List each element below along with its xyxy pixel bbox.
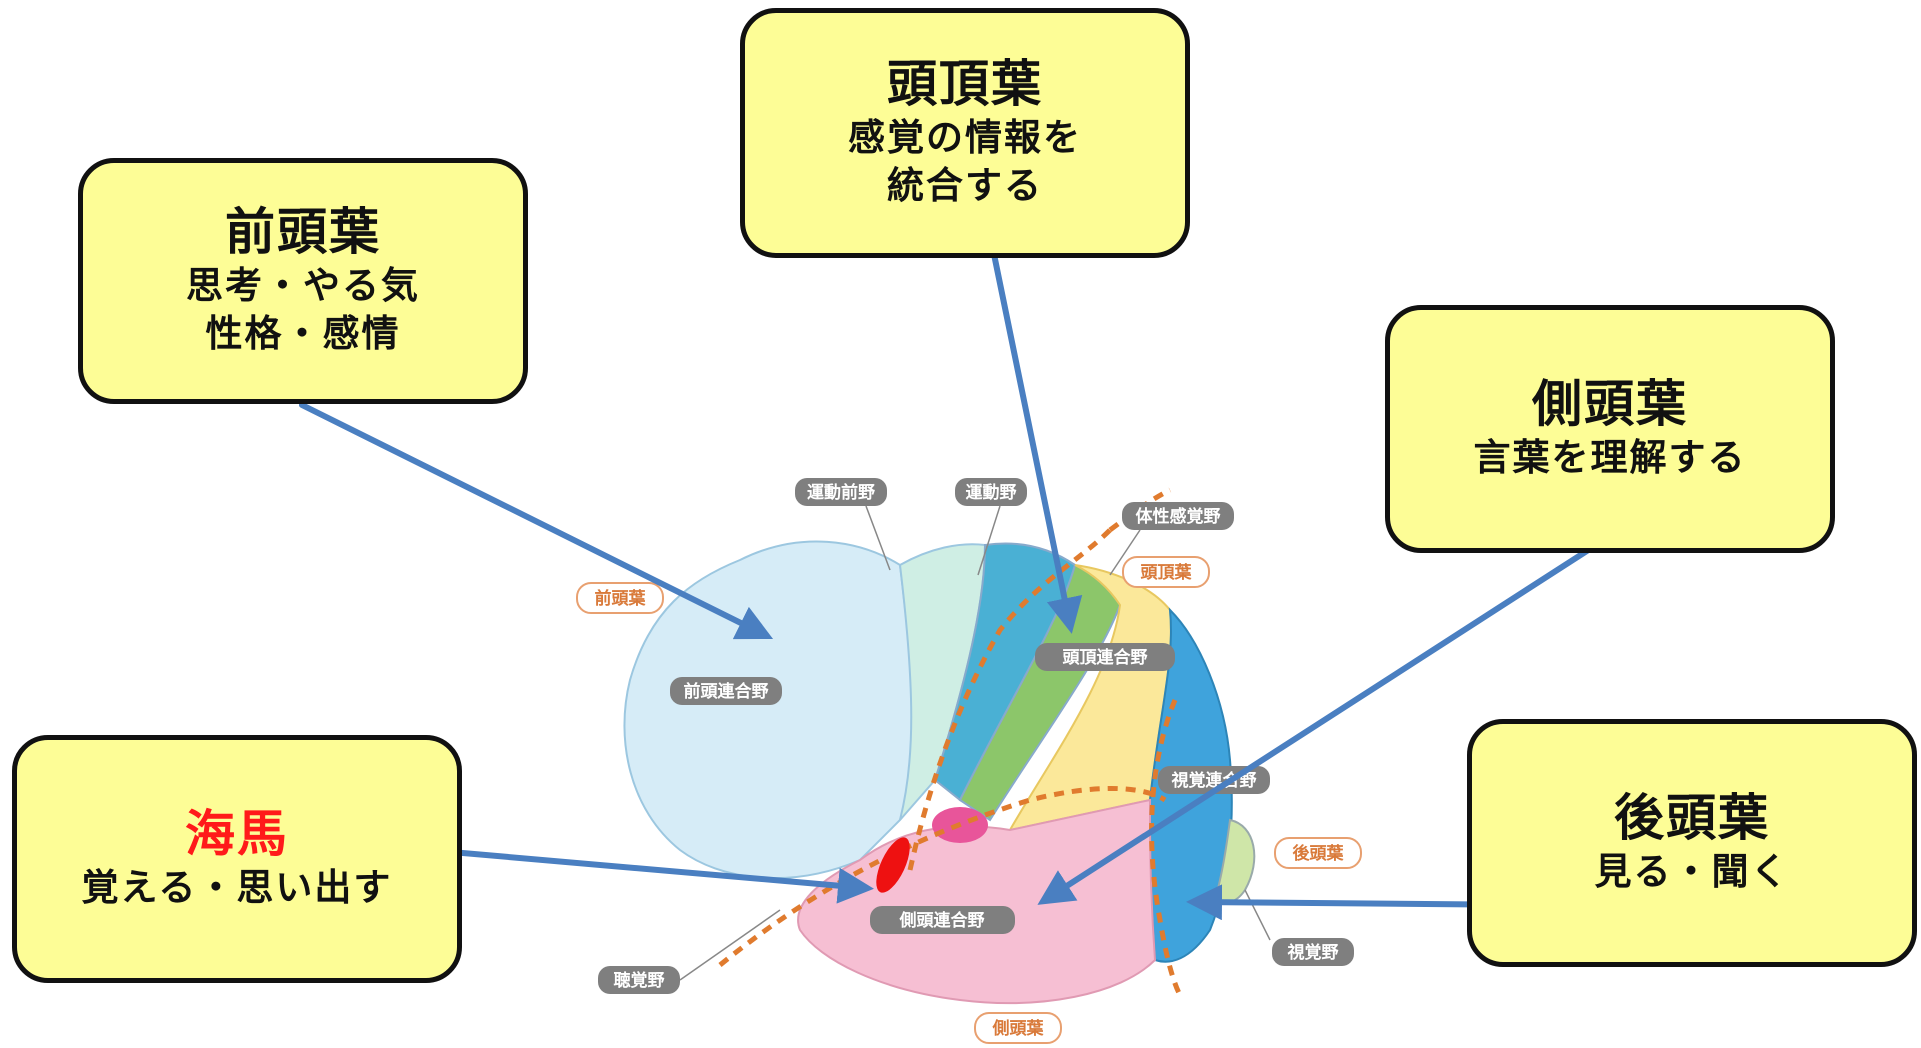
callout-frontal-lobe: 前頭葉 思考・やる気 性格・感情 xyxy=(78,158,528,404)
label-motor: 運動野 xyxy=(966,482,1017,503)
callout-frontal-title: 前頭葉 xyxy=(225,203,381,262)
label-prefrontal-assoc: 前頭連合野 xyxy=(684,681,769,702)
callout-parietal-lobe: 頭頂葉 感覚の情報を 統合する xyxy=(740,8,1190,258)
label-bg-parietal-assoc xyxy=(1035,643,1175,671)
hippocampus-marker xyxy=(876,837,910,893)
callout-occipital-title: 後頭葉 xyxy=(1614,789,1770,848)
frontal-lobe-region xyxy=(623,540,915,880)
label-parietal-assoc: 頭頂連合野 xyxy=(1063,647,1148,668)
callout-parietal-line-2: 統合する xyxy=(887,163,1043,207)
callout-parietal-line-1: 感覚の情報を xyxy=(848,115,1082,159)
label-bg-auditory xyxy=(598,966,680,994)
callout-parietal-title: 頭頂葉 xyxy=(887,55,1043,114)
label-bg-prefrontal-assoc xyxy=(670,677,782,705)
callout-hippocampus: 海馬 覚える・思い出す xyxy=(12,735,462,983)
tag-bg-frontal xyxy=(576,582,664,614)
label-bg-somatosensory xyxy=(1122,502,1234,530)
arrow-temporal xyxy=(1037,517,1638,905)
callout-frontal-line-1: 思考・やる気 xyxy=(186,263,420,307)
label-auditory: 聴覚野 xyxy=(614,970,665,991)
tag-bg-temporal xyxy=(974,1012,1062,1044)
tag-parietal: 頭頂葉 xyxy=(1141,562,1193,583)
callout-frontal-line-2: 性格・感情 xyxy=(205,311,401,355)
label-visual: 視覚野 xyxy=(1287,942,1339,963)
callout-hippocampus-title: 海馬 xyxy=(185,805,289,864)
parieto-occipital-line xyxy=(1149,699,1183,997)
callout-occipital-lobe: 後頭葉 見る・聞く xyxy=(1467,719,1917,967)
central-sulcus-line xyxy=(907,528,1112,871)
tag-bg-occipital xyxy=(1274,837,1362,869)
arrow-hippocampus xyxy=(425,847,874,904)
lateral-sulcus-line xyxy=(718,785,1167,967)
callout-temporal-lobe: 側頭葉 言葉を理解する xyxy=(1385,305,1835,553)
tag-occipital: 後頭葉 xyxy=(1293,843,1345,864)
label-temporal-assoc: 側頭連合野 xyxy=(899,910,985,931)
label-bg-motor xyxy=(955,478,1027,506)
label-bg-premotor xyxy=(795,478,887,506)
lobe-tags: 前頭葉 頭頂葉 後頭葉 側頭葉 xyxy=(576,556,1362,1044)
tag-frontal: 前頭葉 xyxy=(595,588,647,609)
label-somatosensory: 体性感覚野 xyxy=(1136,506,1221,527)
callout-hippocampus-line-1: 覚える・思い出す xyxy=(81,865,393,909)
region-leader-lines xyxy=(679,505,1271,981)
callout-temporal-title: 側頭葉 xyxy=(1532,375,1688,434)
tag-temporal: 側頭葉 xyxy=(992,1018,1045,1039)
callout-temporal-line-1: 言葉を理解する xyxy=(1473,435,1747,479)
brain-illustration xyxy=(623,487,1256,1005)
arrow-frontal xyxy=(299,402,774,640)
tag-bg-parietal xyxy=(1122,556,1210,588)
callout-occipital-line-1: 見る・聞く xyxy=(1594,849,1790,893)
label-bg-visual xyxy=(1272,938,1354,966)
arrow-parietal xyxy=(985,222,1083,634)
label-premotor: 運動前野 xyxy=(807,482,875,503)
label-bg-temporal-assoc xyxy=(870,906,1015,934)
